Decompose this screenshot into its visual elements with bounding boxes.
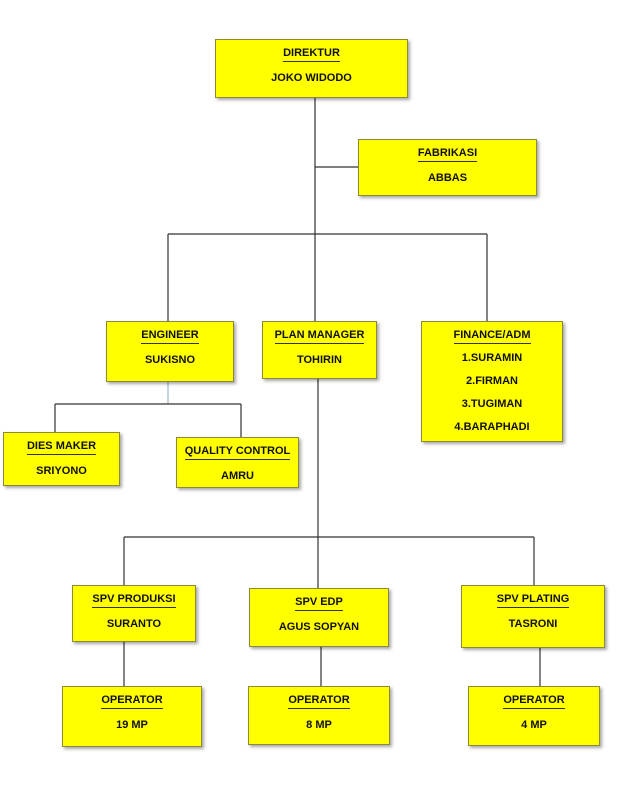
node-plan-manager: PLAN MANAGER TOHIRIN [262, 321, 377, 379]
node-spv-plating: SPV PLATING TASRONI [461, 585, 605, 648]
node-name: 19 MP [116, 719, 148, 731]
node-name: TOHIRIN [296, 354, 343, 366]
node-name: ABBAS [427, 172, 468, 184]
node-title: OPERATOR [503, 694, 565, 709]
node-name: 4 MP [521, 719, 547, 731]
node-title: SPV PRODUKSI [92, 593, 176, 608]
node-name: JOKO WIDODO [271, 72, 352, 84]
node-name: SUKISNO [144, 354, 196, 366]
node-name: TASRONI [508, 618, 558, 630]
node-fabrikasi: FABRIKASI ABBAS [358, 139, 537, 196]
node-title: FABRIKASI [417, 147, 478, 162]
node-name: SURANTO [106, 618, 162, 630]
node-quality-control: QUALITY CONTROL AMRU [176, 437, 299, 488]
node-operator-plating: OPERATOR 4 MP [468, 686, 600, 746]
node-dies-maker: DIES MAKER SRIYONO [3, 432, 120, 486]
node-direktur: DIREKTUR JOKO WIDODO [215, 39, 408, 98]
node-name: SRIYONO [36, 465, 87, 477]
node-finance: FINANCE/ADM 1.SURAMIN 2.FIRMAN 3.TUGIMAN… [421, 321, 563, 442]
finance-member-list: 1.SURAMIN 2.FIRMAN 3.TUGIMAN 4.BARAPHADI [422, 352, 562, 433]
node-spv-produksi: SPV PRODUKSI SURANTO [72, 585, 196, 642]
node-title: QUALITY CONTROL [184, 445, 291, 460]
node-title: DIREKTUR [283, 47, 340, 62]
node-operator-produksi: OPERATOR 19 MP [62, 686, 202, 747]
node-title: ENGINEER [141, 329, 199, 344]
node-title: DIES MAKER [26, 440, 97, 455]
finance-member: 2.FIRMAN [466, 375, 518, 387]
node-name: 8 MP [306, 719, 332, 731]
node-name: AMRU [221, 470, 254, 482]
node-engineer: ENGINEER SUKISNO [106, 321, 234, 382]
node-operator-edp: OPERATOR 8 MP [248, 686, 390, 745]
node-title: SPV EDP [295, 596, 343, 611]
node-title: PLAN MANAGER [274, 329, 365, 344]
node-title: OPERATOR [288, 694, 350, 709]
finance-member: 1.SURAMIN [461, 352, 523, 364]
node-spv-edp: SPV EDP AGUS SOPYAN [249, 588, 389, 647]
finance-member: 3.TUGIMAN [461, 398, 523, 410]
node-title: OPERATOR [101, 694, 163, 709]
node-title: FINANCE/ADM [453, 329, 531, 344]
node-title: SPV PLATING [496, 593, 570, 608]
node-name: AGUS SOPYAN [278, 621, 360, 633]
finance-member: 4.BARAPHADI [454, 421, 530, 433]
